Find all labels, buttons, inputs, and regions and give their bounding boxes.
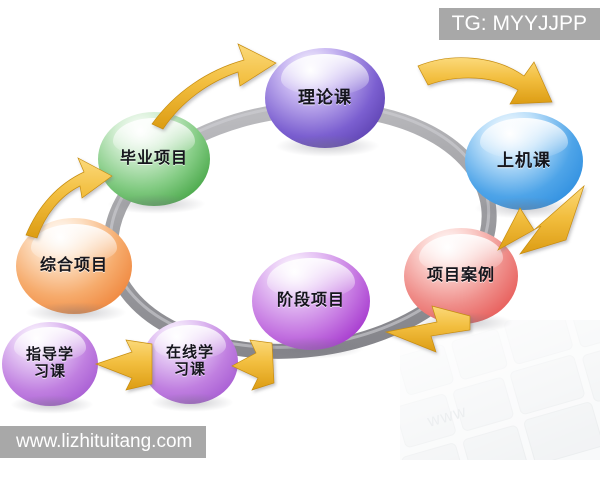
arrow-stage-to-online <box>231 339 275 391</box>
arrow-online-to-guided <box>94 339 153 391</box>
arrow-theory-to-lab <box>417 57 553 105</box>
telegram-badge: TG: MYYJJPP <box>438 8 600 40</box>
telegram-badge-text: TG: MYYJJPP <box>451 12 587 35</box>
arrow-lab-to-case <box>497 184 585 255</box>
arrow-case-to-stage <box>384 305 471 353</box>
website-watermark: www.lizhituitang.com <box>0 426 207 458</box>
arrow-comprehensive-to-graduation <box>25 157 113 239</box>
website-watermark-text: www.lizhituitang.com <box>16 431 193 452</box>
arrow-graduation-to-theory <box>151 43 277 130</box>
